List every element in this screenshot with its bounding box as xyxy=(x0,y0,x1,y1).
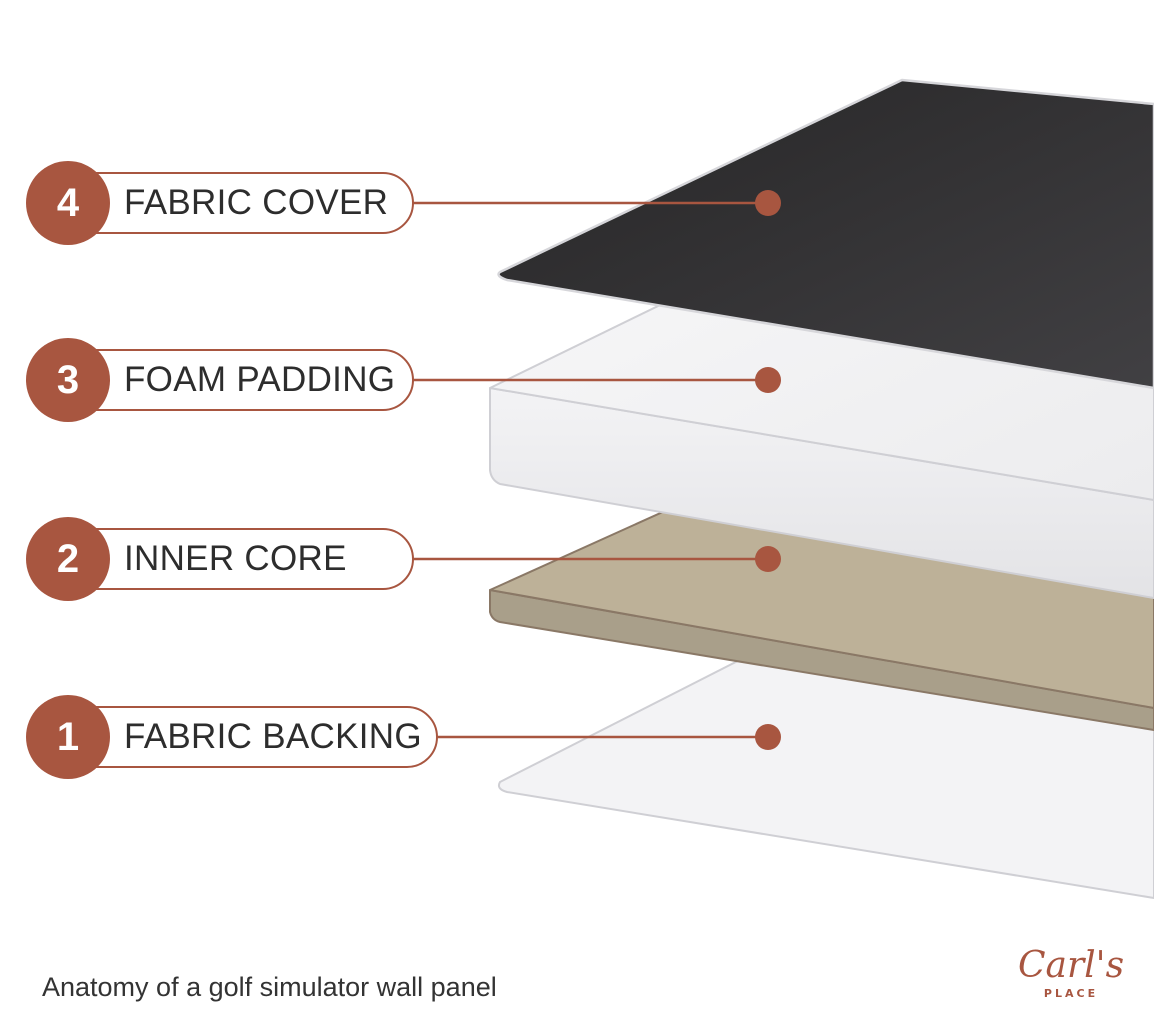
layer-name-text: FABRIC COVER xyxy=(124,183,389,222)
logo-script-text: Carl's xyxy=(1017,945,1125,986)
layer-number-badge: 2 xyxy=(26,517,110,601)
layer-name-text: INNER CORE xyxy=(124,539,347,578)
leader-line-foam-padding xyxy=(412,367,781,393)
layer-label-foam-padding: FOAM PADDING xyxy=(60,349,414,411)
layer-number-badge: 4 xyxy=(26,161,110,245)
layer-name-text: FABRIC BACKING xyxy=(124,717,422,756)
logo-sub-text: PLACE xyxy=(1043,987,1099,1000)
fabric-cover-layer xyxy=(497,78,1154,390)
layer-number-badge: 3 xyxy=(26,338,110,422)
layer-label-fabric-backing: FABRIC BACKING xyxy=(60,706,438,768)
leader-line-inner-core xyxy=(412,546,781,572)
layer-label-fabric-cover: FABRIC COVER xyxy=(60,172,414,234)
brand-logo: Carl's PLACE xyxy=(1008,944,1134,1000)
layer-name-text: FOAM PADDING xyxy=(124,360,396,399)
leader-line-fabric-cover xyxy=(412,190,781,216)
leader-line-fabric-backing xyxy=(436,724,781,750)
layer-label-inner-core: INNER CORE xyxy=(60,528,414,590)
layer-number-badge: 1 xyxy=(26,695,110,779)
diagram-caption: Anatomy of a golf simulator wall panel xyxy=(42,972,497,1002)
